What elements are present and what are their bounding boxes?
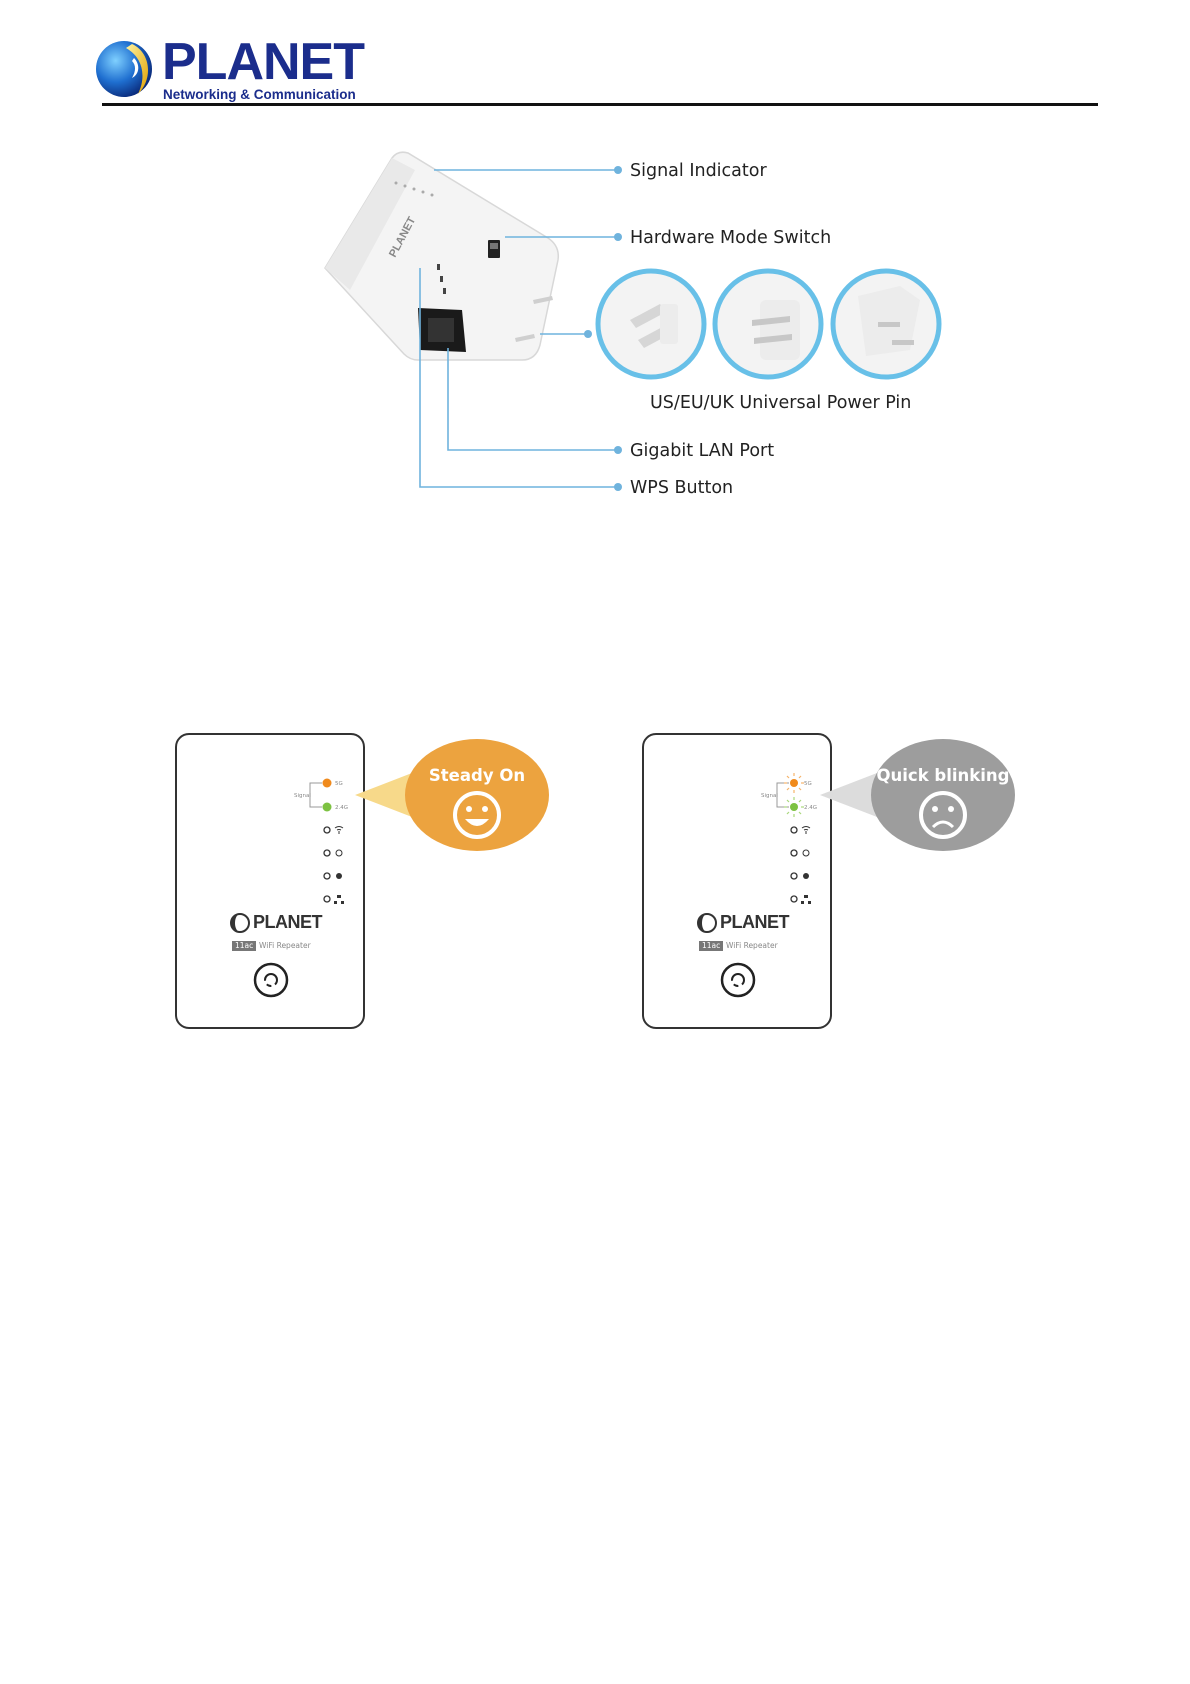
- callout-gigabit-lan-port: Gigabit LAN Port: [630, 440, 774, 462]
- power-icon: [336, 850, 342, 856]
- quick-blinking-label: Quick blinking: [872, 766, 1014, 785]
- repeater-device-image: PLANET: [325, 152, 558, 360]
- device-front-panel-steady: Signal 5G 2.4G PLANET 11ac WiFi Repeater: [175, 733, 365, 1029]
- panel-subtitle: WiFi Repeater: [259, 941, 311, 951]
- eu-plug-image: [715, 271, 821, 377]
- wps-icon: [336, 873, 342, 879]
- callout-signal-indicator: Signal Indicator: [630, 160, 767, 182]
- svg-text:5G: 5G: [804, 781, 812, 787]
- uk-plug-image: [833, 271, 939, 377]
- svg-text:2.4G: 2.4G: [335, 805, 348, 811]
- wifi-icon: [802, 827, 810, 835]
- lan-icon: [801, 895, 811, 904]
- callout-hardware-mode-switch: Hardware Mode Switch: [630, 227, 831, 249]
- led-indicator-column: Signal 5G 2.4G: [644, 735, 834, 1031]
- led-5g-orange: [323, 779, 332, 788]
- panel-badge: 11ac: [699, 941, 723, 951]
- wps-button-graphic: [722, 964, 754, 996]
- led-indicator-column: Signal 5G 2.4G: [177, 735, 367, 1031]
- quick-blinking-bubble: [815, 733, 1035, 873]
- callout-power-pin: US/EU/UK Universal Power Pin: [650, 392, 911, 414]
- svg-text:Signal: Signal: [294, 793, 311, 799]
- wps-icon: [803, 873, 809, 879]
- svg-text:5G: 5G: [335, 781, 343, 787]
- steady-on-label: Steady On: [410, 766, 544, 785]
- hardware-diagram: PLANET: [0, 0, 1190, 520]
- panel-subtitle: WiFi Repeater: [726, 941, 778, 951]
- panel-badge: 11ac: [232, 941, 256, 951]
- led-24g-green: [323, 803, 332, 812]
- panel-logo-text: PLANET: [253, 912, 322, 933]
- device-front-panel-blinking: Signal 5G 2.4G: [642, 733, 832, 1029]
- steady-on-bubble: [350, 733, 570, 873]
- lan-icon: [334, 895, 344, 904]
- us-plug-image: [598, 271, 704, 377]
- power-icon: [803, 850, 809, 856]
- callout-wps-button: WPS Button: [630, 477, 733, 499]
- wifi-icon: [335, 827, 343, 835]
- svg-text:Signal: Signal: [761, 793, 778, 799]
- panel-logo-text: PLANET: [720, 912, 789, 933]
- wps-button-graphic: [255, 964, 287, 996]
